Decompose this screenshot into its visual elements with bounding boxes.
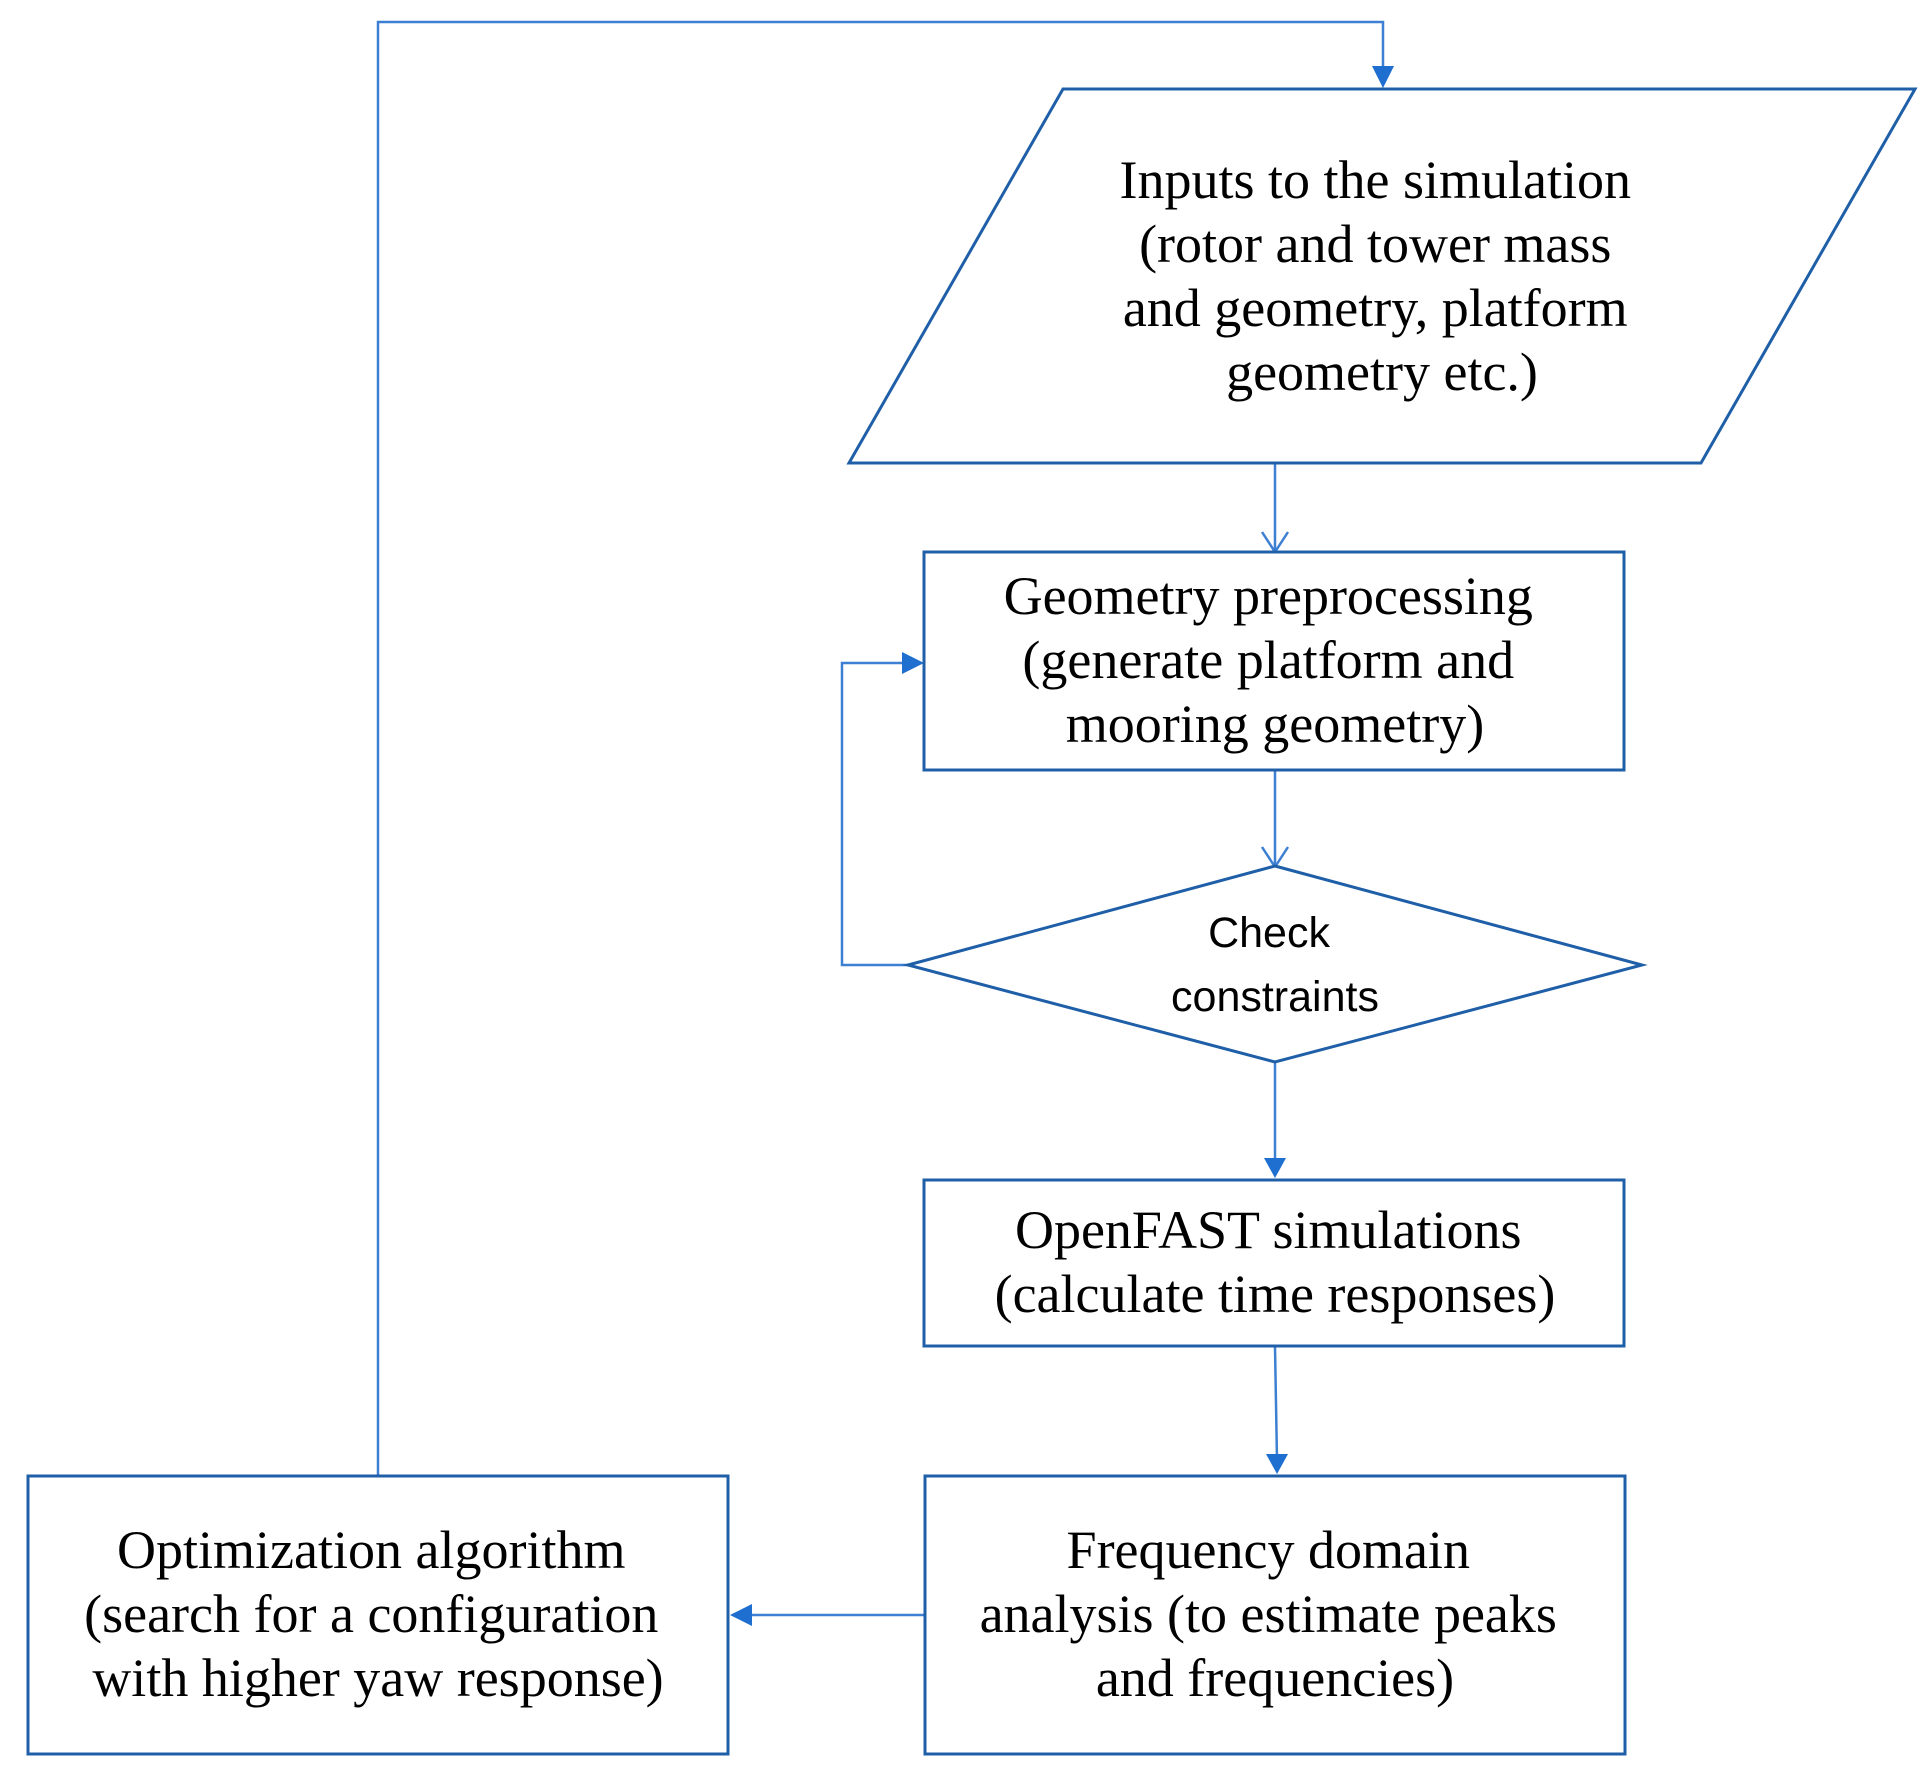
inputs-label-line: (rotor and tower mass <box>1139 214 1611 274</box>
inputs-label-line: geometry etc.) <box>1226 342 1538 402</box>
optimization-label-line: Optimization algorithm <box>117 1520 625 1580</box>
geometry-label: Geometry preprocessing (generate platfor… <box>1004 566 1547 754</box>
geometry-label-line: mooring geometry) <box>1066 694 1484 754</box>
check-label-line: Check <box>1208 909 1330 957</box>
arrowhead-check-to-openfast <box>1264 1158 1286 1178</box>
frequency-label-line: and frequencies) <box>1096 1648 1454 1708</box>
geometry-box <box>922 550 1626 772</box>
openfast-label: OpenFAST simulations (calculate time res… <box>995 1200 1556 1324</box>
geometry-label-line: (generate platform and <box>1022 630 1514 690</box>
frequency-label: Frequency domain analysis (to estimate p… <box>980 1520 1571 1708</box>
optimization-label-line: (search for a configuration <box>84 1584 658 1644</box>
edge-check-to-geometry <box>840 661 908 967</box>
optimization-label: Optimization algorithm (search for a con… <box>84 1520 672 1708</box>
openfast-box <box>922 1178 1626 1348</box>
arrowhead-frequency-to-optimization <box>730 1604 752 1626</box>
arrowhead-check-to-geometry <box>902 652 924 674</box>
inputs-label: Inputs to the simulation (rotor and towe… <box>1120 150 1645 402</box>
edge-optimization-to-inputs <box>376 20 1385 1476</box>
inputs-label-line: Inputs to the simulation <box>1120 150 1631 210</box>
check-diamond <box>902 864 1648 1064</box>
edge-openfast-to-frequency <box>1273 1346 1279 1461</box>
inputs-parallelogram <box>846 87 1918 465</box>
arrowhead-openfast-to-frequency <box>1266 1454 1288 1474</box>
arrowhead-optimization-to-inputs <box>1372 66 1394 88</box>
openfast-label-line: OpenFAST simulations <box>1015 1200 1522 1260</box>
optimization-label-line: with higher yaw response) <box>92 1648 663 1708</box>
optimization-box <box>26 1474 730 1756</box>
frequency-label-line: analysis (to estimate peaks <box>980 1584 1557 1644</box>
geometry-label-line: Geometry preprocessing <box>1004 566 1533 626</box>
openfast-label-line: (calculate time responses) <box>995 1264 1556 1324</box>
inputs-label-line: and geometry, platform <box>1123 278 1628 338</box>
check-label: Check constraints <box>1171 909 1379 1021</box>
frequency-label-line: Frequency domain <box>1067 1520 1470 1580</box>
check-label-line: constraints <box>1171 973 1379 1021</box>
frequency-box <box>923 1474 1627 1756</box>
